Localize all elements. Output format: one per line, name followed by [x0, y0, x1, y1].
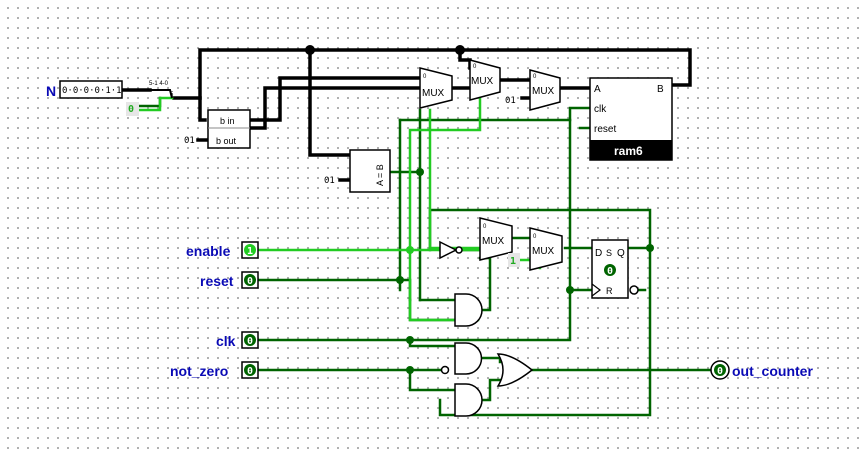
junctions-bright: [406, 246, 414, 254]
or-gate: [496, 353, 534, 387]
and-gate-2: [440, 342, 483, 375]
ram-title: ram6: [614, 144, 643, 158]
const-01-c: 01: [505, 96, 516, 106]
d-flipflop: D S Q R 0: [591, 239, 639, 299]
bin-out-label: b out: [216, 136, 237, 146]
comparator: A = B: [349, 149, 391, 193]
const-zero: 0: [126, 102, 139, 116]
ff-state: 0: [607, 266, 613, 277]
mux-5: MUX 0: [529, 227, 563, 271]
ram-port-reset: reset: [594, 124, 616, 135]
mux-5-sel0: 0: [533, 234, 537, 240]
enable-value: 1: [247, 246, 253, 257]
out-counter-label: out_counter: [732, 363, 813, 379]
const-01-a: 01: [184, 136, 195, 146]
clk-pin[interactable]: clk 0: [216, 331, 259, 349]
clk-value: 0: [247, 336, 253, 347]
comparator-symbols: A = B: [375, 164, 385, 186]
const-01-b: 01: [324, 176, 335, 186]
not-zero-value: 0: [247, 366, 253, 377]
not-zero-label: not_zero: [170, 363, 228, 379]
bin-box: b in b out: [207, 109, 251, 149]
mux-1: MUX 0: [419, 67, 453, 109]
ram6: A B clk reset ram6: [589, 77, 673, 161]
and-gate-1: [454, 293, 483, 327]
enable-label: enable: [186, 243, 231, 259]
out-counter-pin: 0 out_counter: [710, 360, 813, 380]
enable-pin[interactable]: enable 1: [186, 241, 259, 259]
mux-3-sel0: 0: [533, 74, 537, 80]
n-label: N: [46, 83, 56, 99]
mux-4-sel0: 0: [483, 224, 487, 230]
mux-3: MUX 0: [529, 69, 561, 111]
reset-label: reset: [200, 273, 234, 289]
mux-2-sel0: 0: [473, 64, 477, 70]
splitter-label-bottom: 5: [170, 92, 174, 98]
reset-value: 0: [247, 276, 253, 287]
const-zero-text: 0: [128, 104, 134, 115]
const-1-text: 1: [510, 256, 516, 267]
mux-2: MUX 0: [469, 59, 501, 101]
not-zero-pin[interactable]: not_zero 0: [170, 361, 259, 379]
ff-q: Q: [617, 248, 625, 259]
mux-5-label: MUX: [532, 246, 555, 257]
const-1: 1: [508, 253, 520, 267]
ram-port-clk: clk: [594, 104, 607, 115]
splitter-label-top: 5-1 4-0: [149, 81, 169, 87]
ram-port-a: A: [594, 84, 601, 95]
mux-4-label: MUX: [482, 236, 505, 247]
reset-pin[interactable]: reset 0: [200, 271, 259, 289]
clk-label: clk: [216, 333, 236, 349]
mux-3-label: MUX: [532, 86, 555, 97]
bin-in-label: b in: [220, 116, 235, 126]
and-gate-3: [454, 383, 483, 417]
n-bits: 0·0·0·0·1·1: [62, 86, 122, 96]
ff-r: R: [606, 286, 613, 296]
mux-1-label: MUX: [422, 88, 445, 99]
out-counter-value: 0: [717, 366, 723, 377]
junctions: [305, 45, 465, 55]
n-input[interactable]: N 0·0·0·0·1·1: [46, 80, 123, 99]
not-gate: [439, 240, 463, 260]
mux-4: MUX 0: [479, 217, 513, 261]
ff-s: S: [606, 248, 612, 258]
splitter: 5-1 4-0 5: [149, 81, 174, 99]
bus-wires: [120, 48, 692, 182]
mux-1-sel0: 0: [423, 74, 427, 80]
ff-d: D: [595, 248, 602, 259]
junctions-green: [396, 168, 654, 374]
mux-2-label: MUX: [471, 76, 494, 87]
ram-port-b: B: [657, 84, 664, 95]
